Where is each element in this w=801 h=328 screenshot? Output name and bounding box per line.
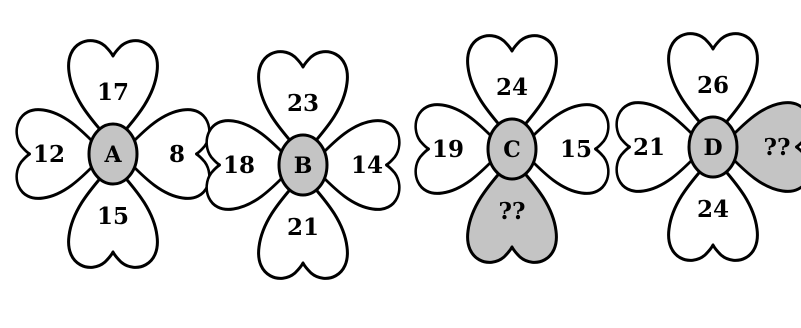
- petal-value-top: 24: [496, 74, 528, 101]
- petal-value-bottom: ??: [499, 198, 526, 225]
- flower-label: B: [294, 153, 313, 179]
- petal-value-left: 12: [33, 141, 65, 168]
- petal-value-bottom: 15: [97, 203, 129, 230]
- petal-value-right: ??: [764, 134, 791, 161]
- flower-a: A 17 15 12 8: [17, 41, 210, 268]
- petal-value-top: 23: [287, 90, 319, 117]
- petal-value-bottom: 24: [697, 196, 729, 223]
- petal-value-left: 21: [633, 134, 665, 161]
- petal-value-right: 14: [351, 152, 383, 179]
- petal-value-right: 8: [169, 141, 185, 168]
- flower-label: A: [103, 142, 122, 168]
- flower-label: D: [703, 135, 722, 161]
- flower-b: B 23 21 18 14: [207, 52, 400, 279]
- flower-d: D 26 24 21??: [617, 34, 801, 261]
- petal-value-top: 17: [97, 79, 129, 106]
- petal-value-top: 26: [697, 72, 729, 99]
- petal-value-bottom: 21: [287, 214, 319, 241]
- flower-c: C 24?? 19 15: [416, 36, 609, 263]
- petal-value-right: 15: [560, 136, 592, 163]
- petal-value-left: 18: [223, 152, 255, 179]
- petal-value-left: 19: [432, 136, 464, 163]
- flower-label: C: [503, 137, 521, 163]
